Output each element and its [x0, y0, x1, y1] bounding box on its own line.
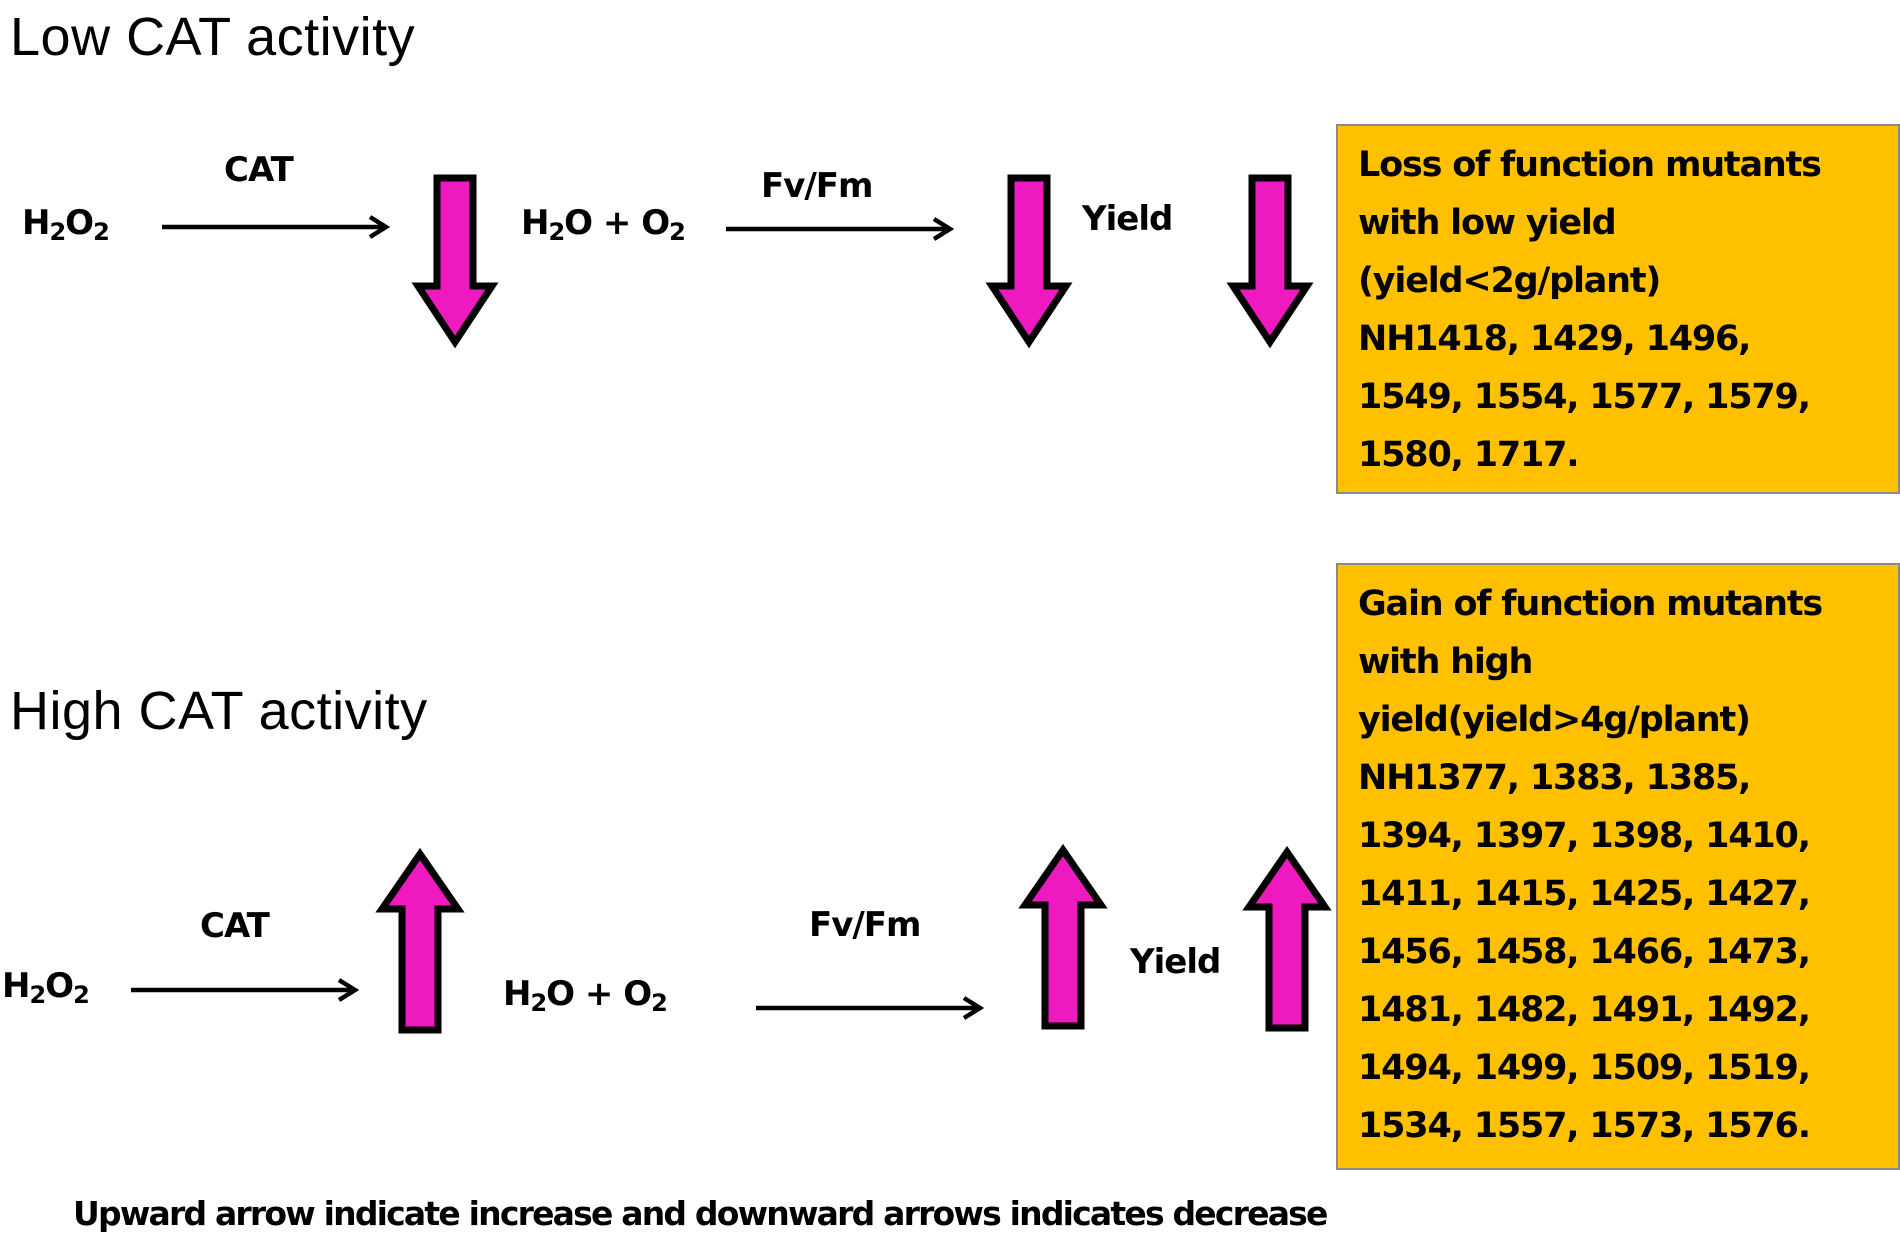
box-line: 1580, 1717. — [1358, 435, 1580, 475]
loss-of-function-mutants-box: Loss of function mutants with low yield … — [1336, 124, 1900, 494]
high-h2o2-substrate: H2O2 — [2, 966, 90, 1009]
high-cat-activity-title: High CAT activity — [10, 681, 428, 741]
low-h2o-o2-product: H2O + O2 — [521, 203, 686, 246]
box-line: with high — [1358, 642, 1533, 682]
high-h2o2-increase-arrow-icon — [375, 847, 465, 1034]
low-fvfm-decrease-arrow-icon — [985, 174, 1073, 349]
high-fvfm-increase-arrow-icon — [1018, 843, 1108, 1030]
box-line: Loss of function mutants — [1358, 145, 1822, 185]
low-yield-label: Yield — [1082, 199, 1173, 239]
gain-of-function-mutants-box: Gain of function mutants with high yield… — [1336, 563, 1900, 1170]
box-line: Gain of function mutants — [1358, 584, 1823, 624]
high-fvfm-arrow-icon — [756, 996, 985, 1020]
low-fvfm-label: Fv/Fm — [761, 166, 873, 206]
legend-caption: Upward arrow indicate increase and downw… — [73, 1194, 1328, 1233]
low-cat-activity-title: Low CAT activity — [10, 7, 416, 67]
high-yield-increase-arrow-icon — [1242, 845, 1332, 1032]
box-line: yield(yield>4g/plant) — [1358, 700, 1751, 740]
box-line: 1481, 1482, 1491, 1492, — [1358, 990, 1811, 1030]
low-fvfm-arrow-icon — [726, 217, 955, 241]
low-h2o2-substrate: H2O2 — [22, 203, 110, 246]
box-line: with low yield — [1358, 203, 1617, 243]
box-line: NH1377, 1383, 1385, — [1358, 758, 1751, 798]
box-line: 1534, 1557, 1573, 1576. — [1358, 1106, 1811, 1146]
high-yield-label: Yield — [1130, 942, 1221, 982]
low-yield-decrease-arrow-icon — [1226, 174, 1314, 349]
high-reaction-arrow-icon — [131, 978, 360, 1002]
box-line: (yield<2g/plant) — [1358, 261, 1661, 301]
high-cat-enzyme-label: CAT — [200, 906, 270, 946]
low-cat-enzyme-label: CAT — [224, 150, 294, 190]
box-line: 1456, 1458, 1466, 1473, — [1358, 932, 1811, 972]
high-fvfm-label: Fv/Fm — [809, 905, 921, 945]
box-line: 1494, 1499, 1509, 1519, — [1358, 1048, 1811, 1088]
box-line: 1394, 1397, 1398, 1410, — [1358, 816, 1811, 856]
box-line: 1411, 1415, 1425, 1427, — [1358, 874, 1811, 914]
high-h2o-o2-product: H2O + O2 — [503, 974, 668, 1017]
low-h2o2-decrease-arrow-icon — [411, 174, 499, 349]
box-line: 1549, 1554, 1577, 1579, — [1358, 377, 1811, 417]
box-line: NH1418, 1429, 1496, — [1358, 319, 1751, 359]
low-reaction-arrow-icon — [162, 215, 391, 239]
